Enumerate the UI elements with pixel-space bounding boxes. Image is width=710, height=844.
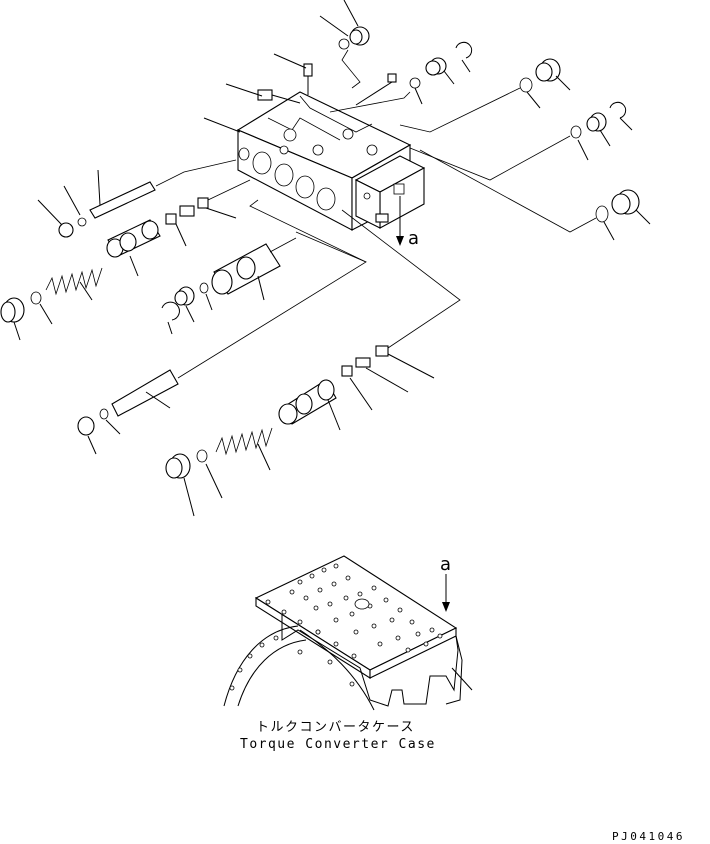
view-arrow-upper: a [396, 196, 419, 249]
leader-lines [203, 15, 367, 263]
view-arrow-lower: a [440, 554, 451, 612]
view-label-lower: a [440, 554, 451, 575]
caption-english: Torque Converter Case [240, 737, 436, 752]
right-side-parts [329, 0, 651, 241]
flange-holes [229, 629, 355, 691]
valve-body [236, 63, 426, 231]
spool-assembly-upper [0, 159, 251, 341]
torque-converter-case [223, 555, 473, 711]
piston-middle [161, 237, 297, 335]
caption-japanese: トルクコンバータケース [256, 720, 415, 735]
view-label-upper: a [408, 228, 419, 249]
spool-assembly-lower [77, 209, 461, 517]
drawing-code: PJ041046 [612, 830, 685, 843]
